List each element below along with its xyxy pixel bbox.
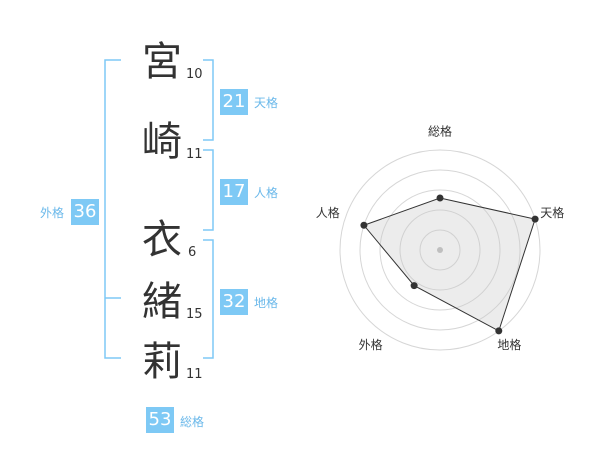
chikaku-value: 32 [220,289,248,315]
name-char-4: 緒 [142,279,182,325]
name-char-3: 衣 [142,217,182,263]
radar-point-3 [495,327,503,335]
gaikaku-value: 36 [71,199,99,225]
tenkaku-value: 21 [220,89,248,115]
radar-axis-label-5: 人格 [316,205,340,220]
stroke-count-3: 6 [188,245,197,260]
name-char-1: 宮 [142,39,182,85]
tenkaku-label: 天格 [254,96,279,110]
radar-ring-5 [339,149,541,351]
jinkaku-value: 17 [220,179,248,205]
radar-center-dot [437,247,443,253]
stroke-count-5: 11 [186,367,203,382]
name-char-5: 莉 [142,339,182,385]
radar-axis-label-2: 天格 [540,205,564,220]
radar-ring-1 [419,229,461,271]
radar-ring-3 [379,189,501,311]
radar-axis-label-4: 外格 [359,337,383,352]
radar-ring-4 [359,169,521,331]
stroke-count-4: 15 [186,307,203,322]
name-char-2: 崎 [142,119,182,165]
radar-point-5 [360,221,368,229]
radar-axis-label-1: 総格 [428,124,452,139]
radar-series-polygon [363,197,536,332]
radar-point-1 [436,194,444,202]
radar-point-2 [531,215,539,223]
stroke-count-2: 11 [186,147,203,162]
gaikaku-label: 外格 [40,206,65,220]
soukaku-value: 53 [146,407,174,433]
soukaku-label: 総格 [180,415,205,429]
stroke-count-1: 10 [186,67,203,82]
radar-point-4 [410,282,418,290]
chikaku-label: 地格 [254,296,279,310]
jinkaku-label: 人格 [254,186,279,200]
radar-ring-2 [399,209,481,291]
radar-axis-label-3: 地格 [497,337,521,352]
